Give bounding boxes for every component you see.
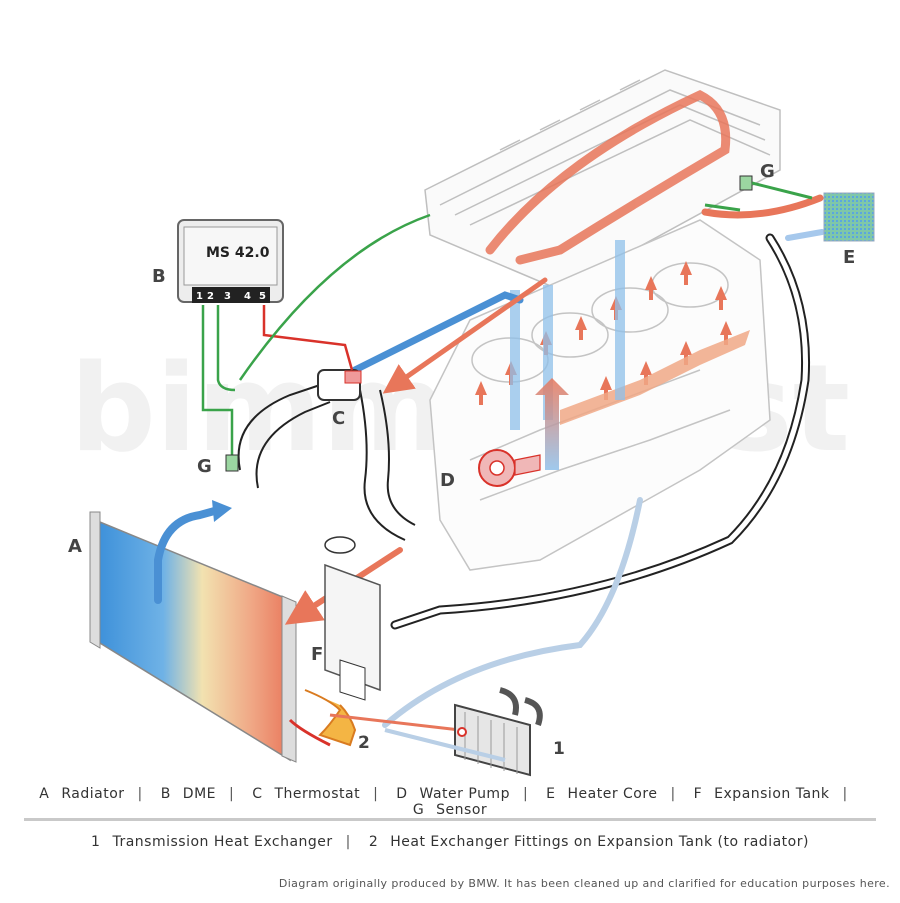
- heater-feed-hose: [701, 194, 824, 219]
- hot-coolant-jacket: [560, 330, 750, 425]
- callout-g-top: G: [760, 161, 775, 182]
- radiator: [89, 511, 297, 763]
- dme-pin-3: 3: [224, 291, 231, 302]
- transmission-heat-exchanger: [454, 687, 543, 777]
- dme-label: MS 42.0: [206, 245, 270, 261]
- coolant-up-arrow: [535, 378, 569, 470]
- hot-supply-pipe: [382, 277, 548, 394]
- radiator-outlet-arrow: [154, 506, 222, 604]
- cooling-system-diagram: bimmerfest: [68, 69, 875, 777]
- dme-unit: MS 42.0 1 2 3 4 5: [177, 219, 284, 303]
- dme-pin-2: 2: [207, 291, 214, 302]
- callout-1: 1: [553, 739, 565, 759]
- heater-return-arrow: [785, 229, 825, 241]
- water-pump: [478, 449, 541, 487]
- callout-f: F: [311, 644, 323, 665]
- heater-core: [823, 192, 875, 242]
- callout-2: 2: [358, 733, 370, 753]
- dme-pin-4: 4: [244, 291, 251, 302]
- callout-c: C: [332, 408, 345, 429]
- dme-wire-green-head: [238, 213, 431, 381]
- credit-text: Diagram originally produced by BMW. It h…: [278, 877, 890, 890]
- dme-wire-red: [262, 305, 354, 371]
- cold-feed-line: [382, 497, 643, 728]
- dme-wire-green-g: [201, 305, 234, 455]
- radiator-hot-return: [288, 718, 331, 747]
- sensor-left: [225, 454, 239, 472]
- callout-b: B: [152, 266, 166, 287]
- callout-d: D: [440, 470, 455, 491]
- callout-g-left: G: [197, 456, 212, 477]
- sensor-top: [704, 175, 813, 212]
- legend-divider: [24, 818, 876, 821]
- callout-a: A: [68, 536, 82, 557]
- callout-e: E: [843, 247, 855, 268]
- exchanger-return-arrow: [384, 728, 506, 762]
- hot-coolant-flow-head: [485, 90, 731, 265]
- dme-pin-1: 1: [196, 291, 203, 302]
- dme-pin-5: 5: [259, 291, 266, 302]
- thermostat-hoses: [237, 384, 416, 541]
- dme-wire-green-sensor: [216, 305, 236, 392]
- expansion-tank: [324, 536, 381, 701]
